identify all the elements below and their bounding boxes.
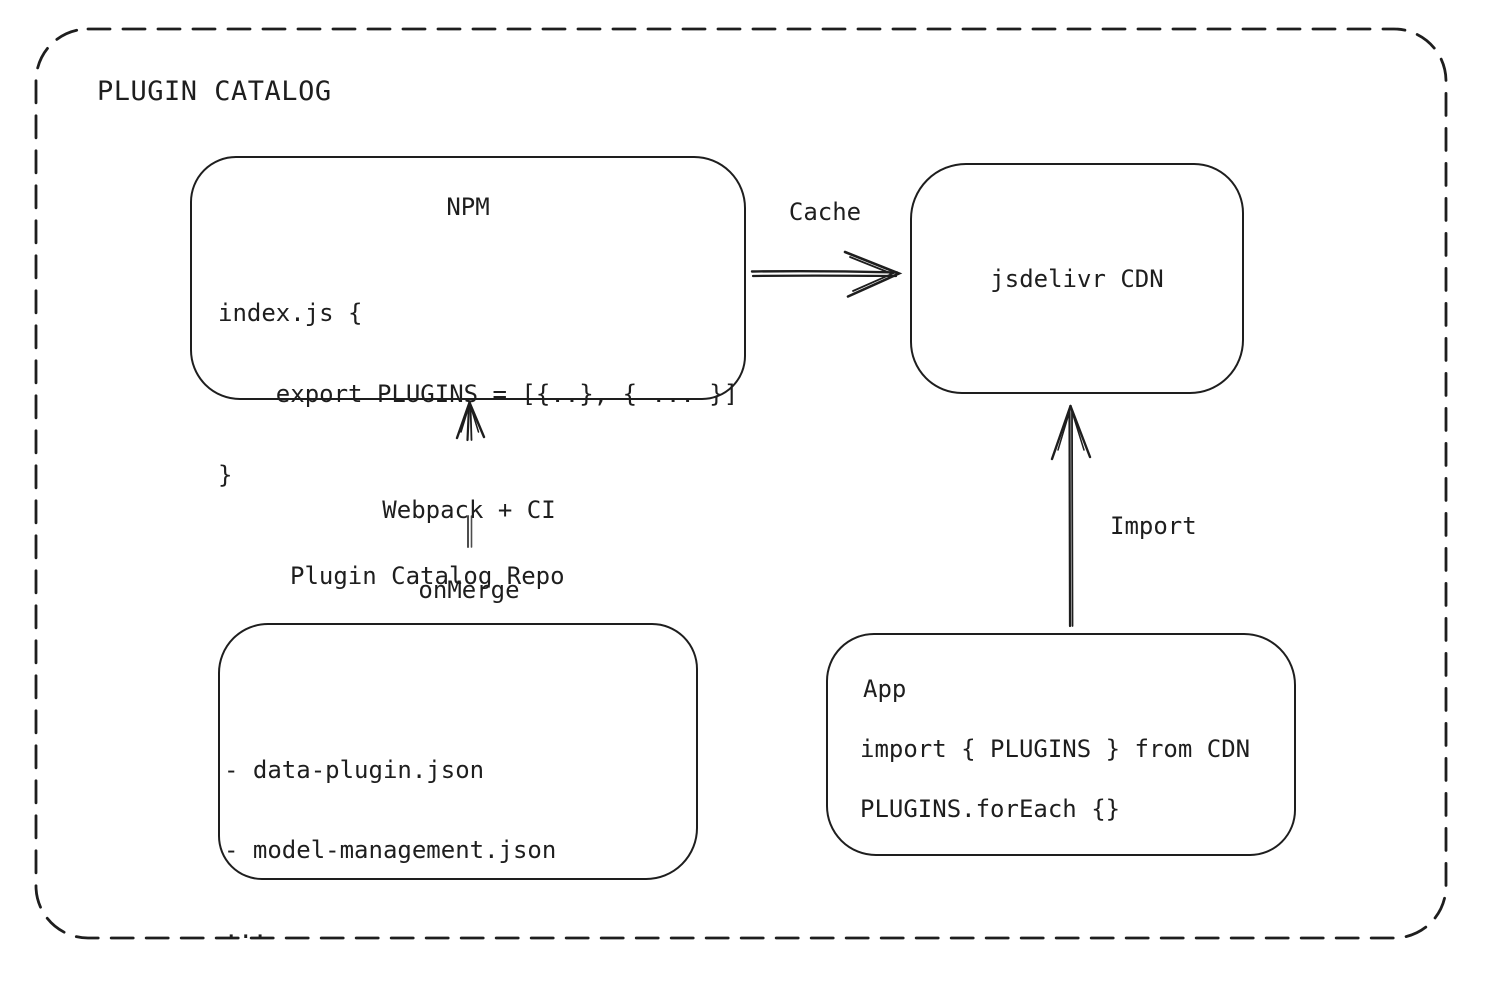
npm-code-line: index.js { [218, 299, 363, 327]
npm-node-title: NPM [446, 193, 490, 221]
build-arrow-tail [467, 515, 473, 548]
cdn-node-label: jsdelivr CDN [990, 264, 1164, 293]
npm-code-line: export PLUGINS = [{..}, { ... }] [218, 380, 739, 408]
build-edge-label-line1: Webpack + CI [382, 496, 556, 524]
repo-file-item: - data-plugin.json [224, 756, 485, 784]
import-edge-label: Import [1110, 512, 1197, 540]
repo-node-title: Plugin Catalog Repo [290, 562, 565, 590]
plugin-catalog-frame [34, 27, 1448, 940]
repo-file-item: ... [224, 916, 268, 944]
repo-node [218, 623, 698, 880]
npm-code-line: } [218, 461, 233, 489]
cache-edge-label: Cache [788, 198, 862, 226]
app-code-line: import { PLUGINS } from CDN [860, 735, 1251, 763]
repo-file-item: - model-management.json [224, 836, 557, 864]
app-code-line: PLUGINS.forEach {} [860, 795, 1121, 823]
app-node-title: App [863, 675, 907, 703]
cache-arrow [750, 250, 903, 298]
cdn-node: jsdelivr CDN [910, 163, 1244, 394]
build-edge-label-line2: onMerge [418, 576, 520, 604]
repo-file-list: - data-plugin.json - model-management.js… [224, 706, 556, 994]
npm-node [190, 156, 746, 400]
app-node [826, 633, 1296, 856]
npm-code-block: index.js { export PLUGINS = [{..}, { ...… [218, 249, 738, 540]
build-arrow [455, 401, 486, 442]
build-edge-label: Webpack + CI onMerge [329, 446, 609, 654]
diagram-title: PLUGIN CATALOG [97, 76, 332, 107]
import-arrow [1050, 404, 1092, 628]
